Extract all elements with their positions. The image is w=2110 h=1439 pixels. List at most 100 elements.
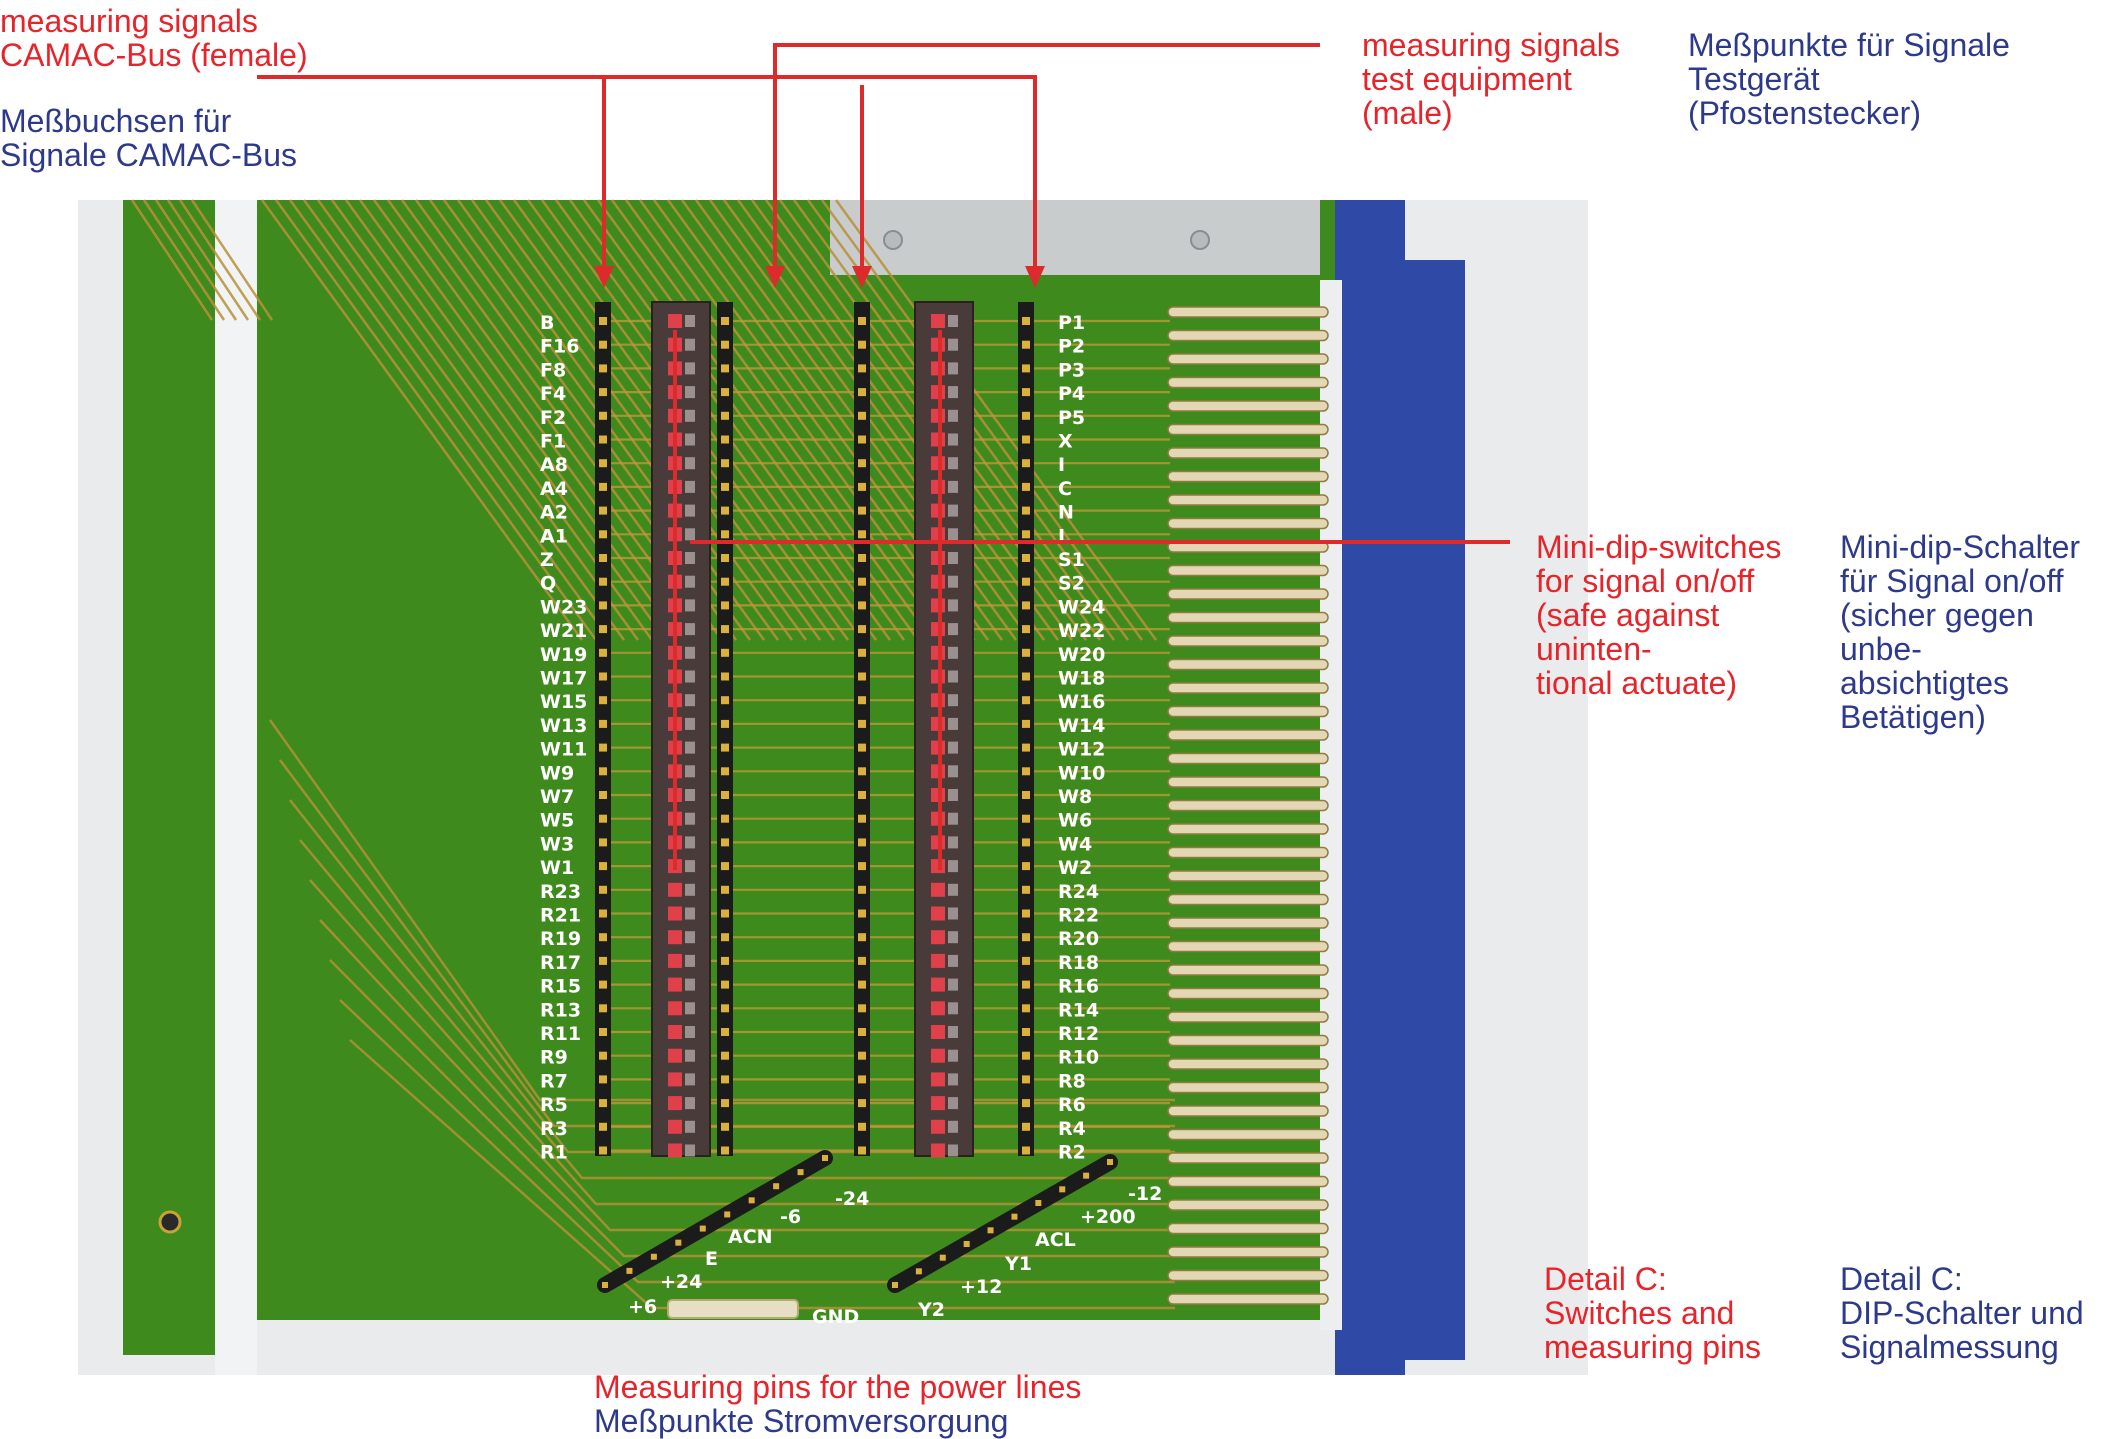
signal-labels: BF16F8F4F2F1A8A4A2A1ZQW23W21W19W17W15W13… xyxy=(540,312,1105,1164)
dip-slot xyxy=(948,504,958,517)
edge-connector-lip xyxy=(1405,260,1465,1360)
pointer-test-male xyxy=(773,43,1320,280)
diagonal-trace xyxy=(638,199,962,641)
dip-slot xyxy=(948,954,958,967)
header-test-left xyxy=(717,302,733,1156)
finger xyxy=(1167,846,1329,859)
dip-slot xyxy=(685,1144,695,1157)
header-pin xyxy=(858,933,866,942)
finger xyxy=(1167,870,1329,882)
finger xyxy=(1167,635,1329,647)
signal-label-right: W22 xyxy=(1058,620,1105,642)
header-pin xyxy=(721,625,729,634)
header-pin xyxy=(858,719,866,728)
diagonal-trace xyxy=(624,199,948,641)
finger xyxy=(1167,893,1329,906)
signal-label-left: R3 xyxy=(540,1118,568,1140)
dip-toggle xyxy=(668,1119,682,1134)
header-pin xyxy=(1022,388,1030,397)
dip-toggle xyxy=(931,906,945,921)
header-pin xyxy=(1022,838,1030,847)
header-pin xyxy=(721,719,729,728)
finger xyxy=(1167,1058,1329,1070)
dip-slot xyxy=(685,836,695,849)
signal-label-left: B xyxy=(540,312,554,334)
edge-connector-body xyxy=(1335,200,1405,1375)
dip-slot xyxy=(948,575,958,588)
dip-slot xyxy=(948,1097,958,1110)
power-pin xyxy=(773,1183,780,1190)
header-pin xyxy=(858,1122,866,1131)
dip-slot xyxy=(948,623,958,636)
dip-slot xyxy=(948,931,958,944)
header-pin xyxy=(599,340,607,349)
power-pin xyxy=(892,1282,898,1288)
header-pin xyxy=(1022,980,1030,989)
header-pin xyxy=(1022,767,1030,776)
dip-slot xyxy=(948,741,958,754)
header-pin xyxy=(858,317,866,325)
power-pin xyxy=(748,1197,755,1204)
dip-toggle xyxy=(931,1072,945,1087)
dip-slot xyxy=(685,362,695,375)
header-pin xyxy=(721,1028,729,1036)
finger xyxy=(1167,752,1329,765)
diagonal-trace xyxy=(484,199,808,641)
dip-slot xyxy=(685,1002,695,1015)
fanout-trace xyxy=(309,879,1175,1206)
finger xyxy=(1167,1011,1329,1023)
bracket-screw xyxy=(1190,230,1210,250)
power-header-left xyxy=(597,1150,833,1293)
power-label-left: E xyxy=(705,1248,718,1270)
finger xyxy=(1167,1152,1329,1164)
pointer-arrowhead xyxy=(594,266,614,288)
diagonal-trace xyxy=(358,199,682,641)
signal-label-left: R1 xyxy=(540,1142,568,1164)
header-pin xyxy=(599,577,607,586)
power-pin xyxy=(915,1268,922,1275)
signal-label-left: Z xyxy=(540,549,554,571)
dip-slot xyxy=(948,836,958,849)
header-pin xyxy=(721,862,729,871)
header-pin xyxy=(1022,554,1030,562)
diagonal-trace xyxy=(820,199,1144,641)
finger xyxy=(1167,611,1329,624)
finger xyxy=(1167,799,1329,812)
header-pin xyxy=(599,530,607,539)
dip-slot xyxy=(685,623,695,636)
dip-toggle xyxy=(668,953,682,968)
dip-toggle xyxy=(931,953,945,968)
signal-label-right: W4 xyxy=(1058,833,1092,855)
signal-label-left: W7 xyxy=(540,786,574,808)
main-pcb xyxy=(257,200,1342,1320)
finger xyxy=(1167,823,1329,835)
header-pin xyxy=(858,980,866,989)
power-label-left: -24 xyxy=(835,1188,869,1210)
header-pin xyxy=(599,719,607,728)
dip-slot xyxy=(685,741,695,754)
header-pin xyxy=(599,648,607,657)
signal-label-right: R10 xyxy=(1058,1047,1099,1069)
header-pin xyxy=(1022,1075,1030,1084)
header-pin xyxy=(599,696,607,705)
header-pin xyxy=(1022,1004,1030,1013)
dip-toggle xyxy=(668,930,682,945)
dip-toggle xyxy=(668,1096,682,1111)
header-pin xyxy=(1022,435,1030,444)
signal-label-left: W1 xyxy=(540,857,574,879)
signal-label-left: F8 xyxy=(540,359,566,381)
header-pin xyxy=(599,601,607,610)
dip-slot xyxy=(685,575,695,588)
header-pin xyxy=(599,482,607,491)
header-pin xyxy=(858,648,866,657)
board-gap xyxy=(215,200,257,1375)
signal-label-left: A8 xyxy=(540,454,568,476)
diagonal-trace xyxy=(736,199,1060,641)
header-pin xyxy=(599,435,607,444)
finger xyxy=(1167,1034,1329,1047)
power-label-left: ACN xyxy=(728,1226,773,1248)
header-pin xyxy=(721,317,729,325)
